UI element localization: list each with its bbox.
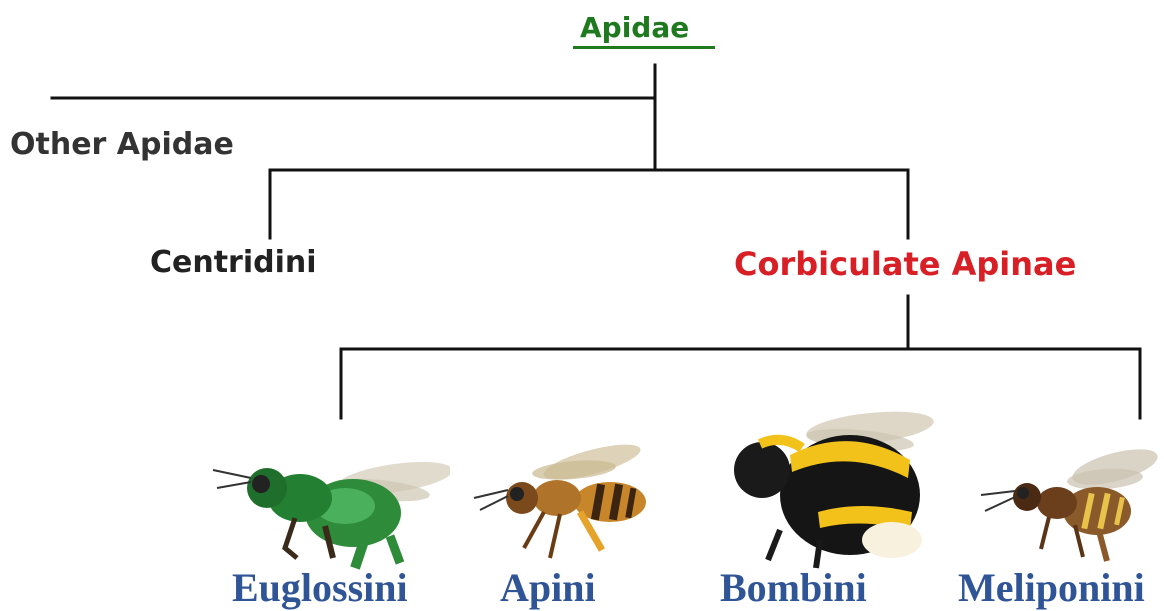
- label-centridini: Centridini: [150, 248, 317, 278]
- label-corbiculate-apinae: Corbiculate Apinae: [734, 248, 1076, 280]
- honey-bee-icon: [462, 440, 662, 570]
- root-underline: [573, 46, 715, 49]
- tribe-label-apini: Apini: [500, 568, 596, 608]
- bumble-bee-icon: [720, 400, 940, 570]
- label-other-apidae: Other Apidae: [10, 130, 234, 160]
- tribe-label-meliponini: Meliponini: [958, 568, 1145, 608]
- orchid-bee-icon: [205, 448, 450, 573]
- stingless-bee-icon: [975, 445, 1164, 570]
- tribe-label-euglossini: Euglossini: [232, 568, 408, 608]
- root-label-apidae: Apidae: [580, 14, 689, 42]
- tribe-label-bombini: Bombini: [720, 568, 867, 608]
